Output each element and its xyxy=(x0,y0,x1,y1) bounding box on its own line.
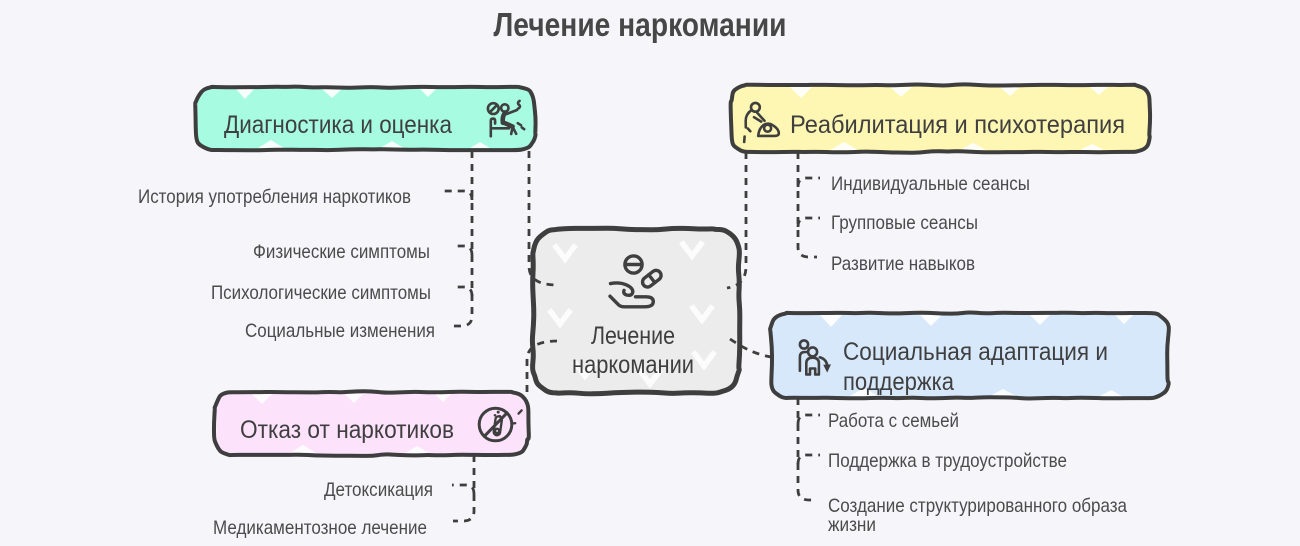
svg-text:Работа с семьей: Работа с семьей xyxy=(828,410,959,432)
svg-text:Психологические симптомы: Психологические симптомы xyxy=(211,282,431,304)
svg-text:Детоксикация: Детоксикация xyxy=(324,479,433,501)
svg-text:Поддержка в трудоустройстве: Поддержка в трудоустройстве xyxy=(828,450,1067,472)
svg-text:История употребления наркотико: История употребления наркотиков xyxy=(138,186,411,208)
svg-text:Физические симптомы: Физические симптомы xyxy=(253,241,430,263)
svg-text:Групповые сеансы: Групповые сеансы xyxy=(831,212,978,234)
svg-text:Лечение: Лечение xyxy=(591,322,675,350)
svg-text:жизни: жизни xyxy=(828,514,876,536)
svg-text:Социальные изменения: Социальные изменения xyxy=(245,320,435,342)
svg-text:Медикаментозное лечение: Медикаментозное лечение xyxy=(213,517,427,539)
svg-text:Диагностика и оценка: Диагностика и оценка xyxy=(224,111,452,139)
svg-text:наркомании: наркомании xyxy=(572,351,694,379)
svg-text:Создание структурированного об: Создание структурированного образа xyxy=(828,495,1127,517)
svg-text:Реабилитация и психотерапия: Реабилитация и психотерапия xyxy=(790,111,1125,139)
svg-text:Лечение наркомании: Лечение наркомании xyxy=(494,6,787,43)
svg-text:Индивидуальные сеансы: Индивидуальные сеансы xyxy=(831,173,1030,195)
svg-text:Отказ от наркотиков: Отказ от наркотиков xyxy=(240,416,454,444)
svg-text:поддержка: поддержка xyxy=(843,368,954,396)
svg-text:Развитие навыков: Развитие навыков xyxy=(831,253,975,275)
svg-text:Социальная адаптация и: Социальная адаптация и xyxy=(843,338,1108,366)
